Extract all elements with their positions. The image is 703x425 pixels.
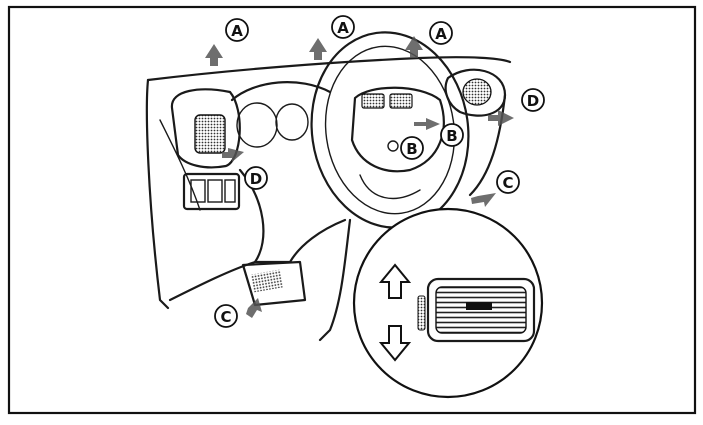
inset-vent-housing (426, 277, 536, 343)
airflow-arrow-icon (205, 36, 514, 318)
svg-text:C: C (220, 308, 231, 326)
callout-a-left: A (225, 18, 249, 42)
steering-spoke-lower (359, 174, 421, 200)
dashboard-right-edge (468, 93, 507, 197)
down-arrow-icon (378, 325, 412, 362)
steering-wheel-inner (324, 45, 456, 215)
svg-text:D: D (250, 170, 262, 188)
floor-vent-housing (241, 260, 307, 307)
callout-b-right: B (440, 123, 464, 147)
svg-text:B: B (406, 140, 417, 158)
up-arrow-icon (378, 263, 412, 299)
callout-a-center: A (331, 15, 355, 39)
callout-d-right: D (521, 88, 545, 112)
inset-vent-adjuster (417, 295, 426, 331)
center-vent-left (361, 93, 385, 109)
dashboard-left-edge (145, 78, 170, 310)
svg-text:D: D (527, 92, 539, 110)
steering-wheel-hub (350, 86, 445, 173)
callout-c-bottom: C (214, 304, 238, 328)
gauge-right (275, 103, 309, 141)
cluster-hood (230, 81, 332, 102)
dial-knob (387, 140, 399, 152)
svg-text:B: B (446, 127, 457, 145)
center-vent-right (389, 93, 413, 109)
dashboard-inner-line (159, 119, 201, 211)
svg-text:A: A (337, 19, 349, 37)
switch-3 (224, 179, 236, 203)
switch-1 (190, 179, 206, 203)
svg-text:A: A (231, 22, 243, 40)
inset-vent-tab (466, 302, 492, 310)
switch-2 (207, 179, 223, 203)
svg-text:A: A (435, 25, 447, 43)
floor-vent-grille (250, 269, 284, 293)
steering-column-left (318, 218, 352, 342)
lower-dash-edge (168, 260, 257, 302)
gauge-left (236, 102, 278, 148)
dashboard-top-edge (146, 56, 512, 82)
callout-b-center: B (400, 136, 424, 160)
left-side-vent-housing (170, 88, 241, 169)
svg-text:C: C (502, 174, 513, 192)
right-side-vent-housing (444, 68, 507, 117)
left-side-vent-grille (194, 114, 226, 154)
diagram-frame (7, 5, 697, 415)
callout-c-right: C (496, 170, 520, 194)
switch-panel (182, 172, 241, 211)
callout-d-left: D (244, 166, 268, 190)
right-side-vent-grille (462, 78, 492, 106)
callout-a-right: A (429, 21, 453, 45)
